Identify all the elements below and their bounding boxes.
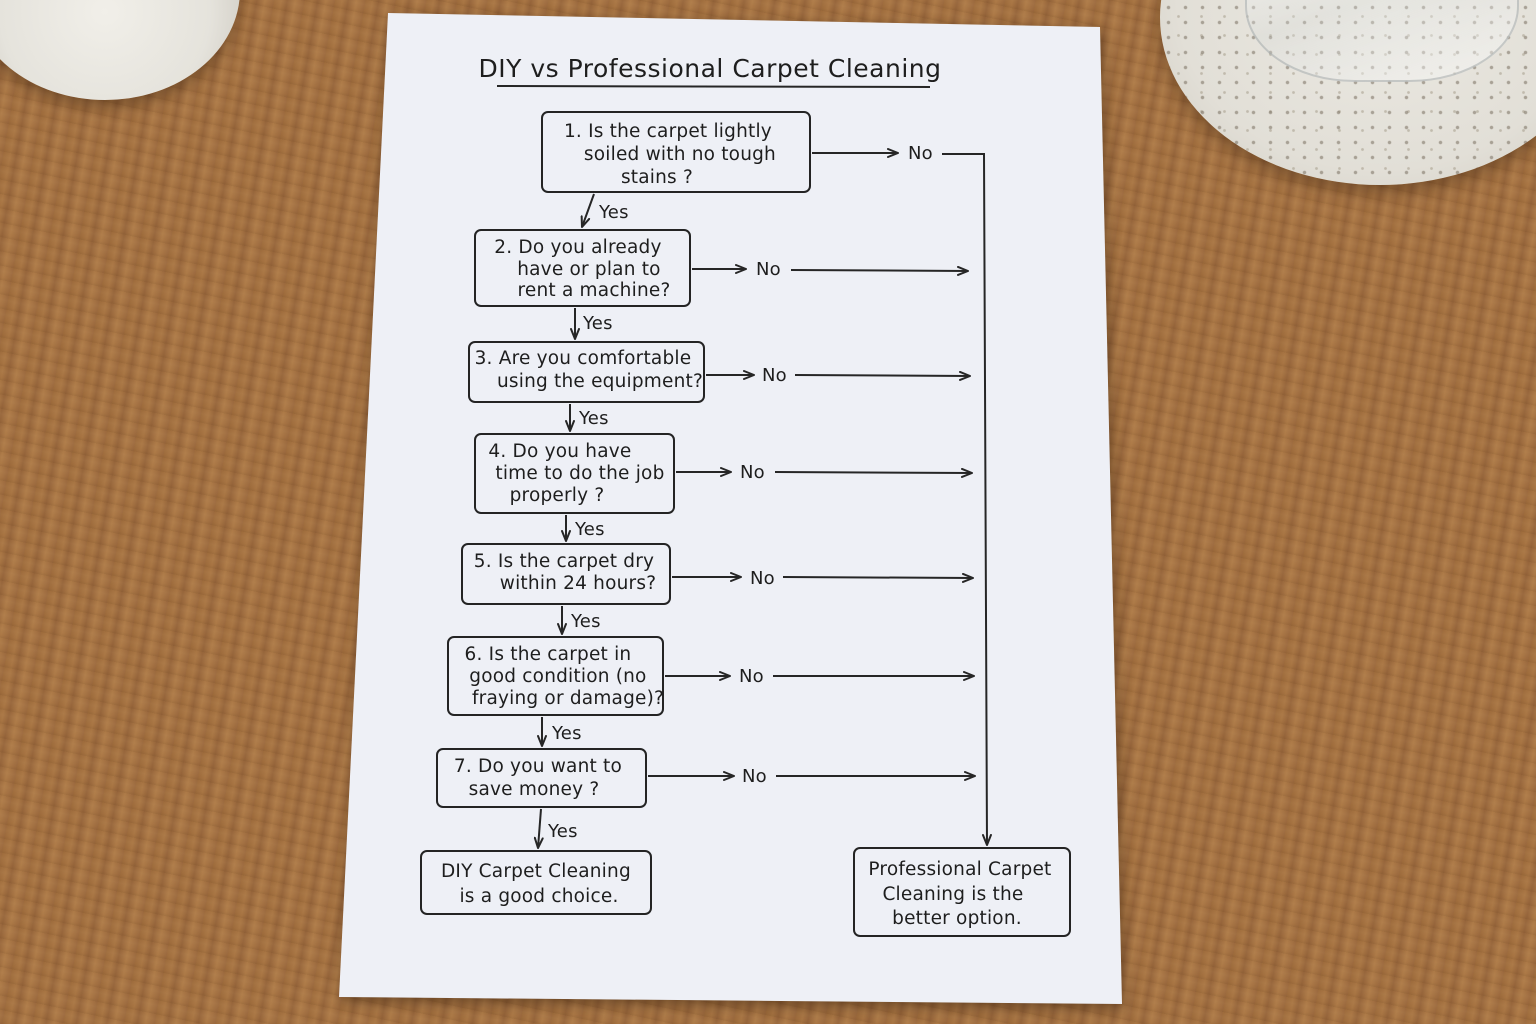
outcome-box-pro bbox=[853, 847, 1071, 937]
no-arrow-3b bbox=[794, 370, 971, 381]
professional-path bbox=[942, 153, 992, 846]
yes-label-6: Yes bbox=[551, 723, 582, 744]
no-label-1: No bbox=[908, 143, 933, 164]
question-box-4 bbox=[474, 433, 675, 514]
question-6-text: 6. Is the carpet in good condition (no f… bbox=[465, 644, 665, 709]
outcome-pro-text: Professional Carpet Cleaning is the bett… bbox=[868, 859, 1057, 929]
yes-label-5: Yes bbox=[570, 611, 601, 632]
question-1-text: 1. Is the carpet lightly soiled with no … bbox=[564, 121, 782, 188]
no-arrow-2b bbox=[790, 265, 969, 276]
yes-label-1: Yes bbox=[598, 202, 629, 223]
question-box-6 bbox=[447, 636, 664, 716]
no-label-7: No bbox=[742, 766, 767, 787]
question-7-text: 7. Do you want to save money ? bbox=[454, 756, 628, 800]
no-arrow-5b bbox=[782, 572, 974, 583]
paper-sheet bbox=[339, 13, 1122, 1004]
no-label-3: No bbox=[762, 365, 787, 386]
yes-arrow-7 bbox=[533, 808, 544, 849]
yes-label-3: Yes bbox=[578, 408, 609, 429]
no-label-6: No bbox=[739, 666, 764, 687]
question-4-text: 4. Do you have time to do the job proper… bbox=[488, 441, 670, 506]
no-label-4: No bbox=[740, 462, 765, 483]
question-3-text: 3. Are you comfortable using the equipme… bbox=[475, 348, 703, 392]
question-box-7 bbox=[436, 748, 647, 808]
question-2-text: 2. Do you already have or plan to rent a… bbox=[494, 237, 670, 301]
title-underline bbox=[496, 85, 931, 88]
question-box-1 bbox=[541, 111, 811, 193]
outcome-diy-text: DIY Carpet Cleaning is a good choice. bbox=[441, 861, 637, 907]
question-box-3 bbox=[468, 341, 705, 403]
diagram-title: DIY vs Professional Carpet Cleaning bbox=[479, 54, 942, 83]
no-label-2: No bbox=[756, 259, 781, 280]
yes-label-7: Yes bbox=[547, 821, 578, 842]
yes-arrow-1 bbox=[580, 193, 595, 228]
question-5-text: 5. Is the carpet dry within 24 hours? bbox=[474, 551, 661, 594]
question-box-5 bbox=[461, 543, 671, 605]
no-arrow-4b bbox=[774, 467, 973, 478]
no-label-5: No bbox=[750, 568, 775, 589]
question-box-2 bbox=[474, 229, 691, 307]
yes-label-4: Yes bbox=[574, 519, 605, 540]
outcome-box-diy bbox=[420, 850, 652, 915]
yes-label-2: Yes bbox=[582, 313, 613, 334]
